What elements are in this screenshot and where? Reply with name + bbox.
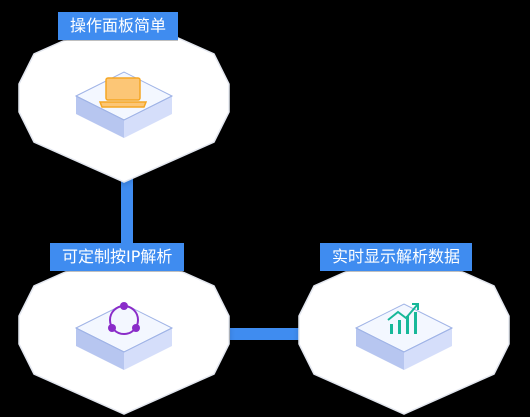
platform-node-3 — [298, 245, 510, 415]
platform-node-2 — [18, 245, 230, 415]
node-label-1: 操作面板简单 — [58, 12, 179, 40]
connector-vertical — [121, 160, 133, 268]
laptop-icon — [98, 77, 148, 108]
bar-chart-icon — [387, 303, 419, 334]
node-label-3-text: 实时显示解析数据 — [332, 247, 461, 266]
share-network-icon — [108, 302, 140, 335]
node-label-3: 实时显示解析数据 — [320, 243, 473, 271]
platform-node-1 — [18, 13, 230, 183]
node-label-1-text: 操作面板简单 — [70, 16, 167, 35]
node-label-2: 可定制按IP解析 — [50, 243, 185, 271]
node-label-2-text: 可定制按IP解析 — [62, 247, 173, 266]
connector-horizontal — [230, 328, 300, 340]
